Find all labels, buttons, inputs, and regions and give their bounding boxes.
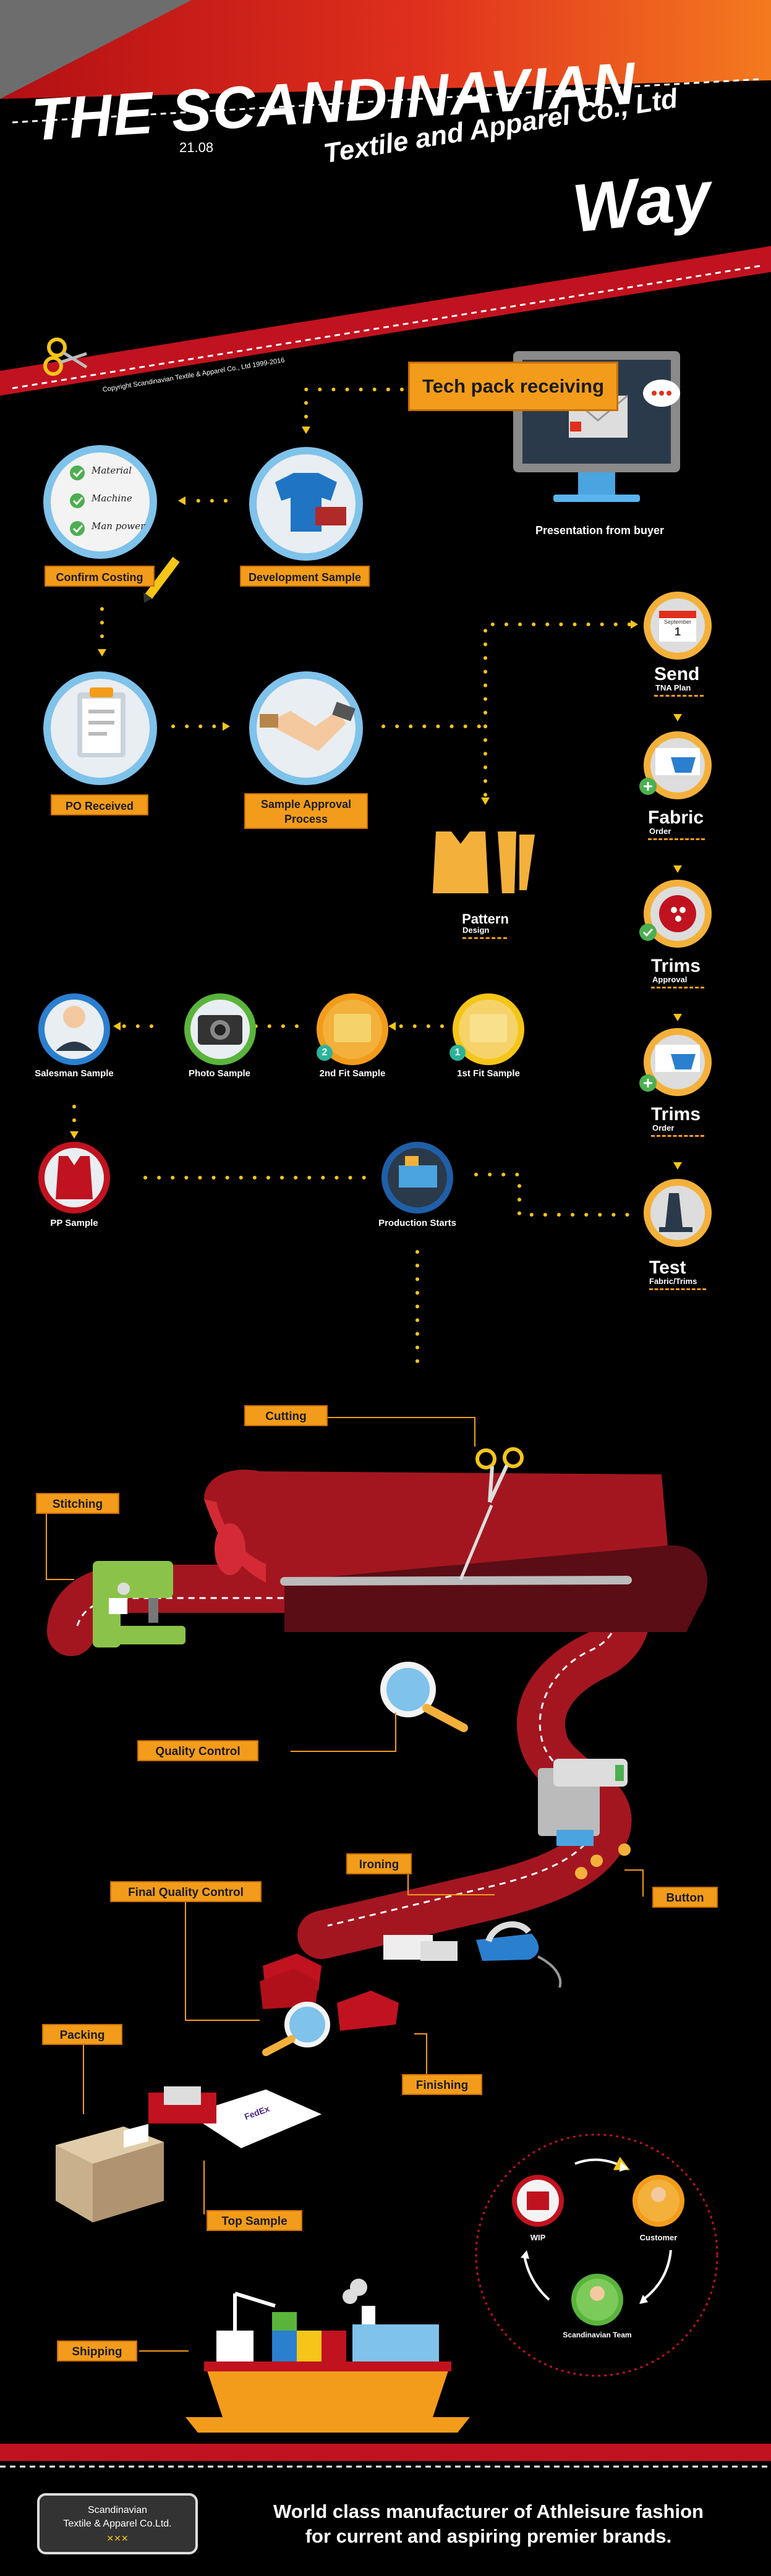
final-qc-tag: Final Quality Control (110, 1881, 262, 1902)
calendar-day: 1 (674, 626, 681, 638)
checklist-item-1: Material (92, 465, 132, 476)
send-underline (654, 695, 704, 697)
first-fit-label: 1st Fit Sample (457, 1068, 520, 1079)
pencil-icon (143, 556, 180, 603)
ship-icon (185, 2279, 470, 2433)
clipboard-icon (43, 671, 157, 785)
top-sample-tag: Top Sample (207, 2210, 302, 2231)
test-sublabel: Fabric/Trims (649, 1277, 697, 1286)
fabric-basket-icon (639, 731, 712, 799)
second-fit-badge: 2 (317, 1045, 333, 1061)
header-black-band (0, 80, 771, 321)
footer-tagline-line2: for current and aspiring premier brands. (305, 2525, 672, 2547)
header-title-line3: Way (569, 156, 715, 247)
salesman-sample-icon (38, 993, 110, 1065)
checklist-item-2: Machine (92, 493, 132, 504)
presentation-label: Presentation from buyer (535, 524, 665, 537)
cycle-team-label: Scandinavian Team (563, 2331, 632, 2339)
trims-approval-sublabel: Approval (652, 975, 688, 984)
footer-logo-line2: Textile & Apparel Co.Ltd. (63, 2519, 172, 2529)
pattern-underline (462, 937, 507, 939)
iron-icon (476, 1921, 562, 1988)
development-sample-icon (249, 447, 363, 561)
pattern-icon (433, 831, 535, 893)
po-received-tag: PO Received (51, 794, 148, 815)
salesman-sample-label: Salesman Sample (35, 1068, 114, 1079)
trims-order-label: Trims (651, 1104, 701, 1124)
button-tag: Button (652, 1887, 718, 1908)
header-date-stamp: 21.08 (179, 140, 214, 155)
pp-sample-icon (38, 1142, 110, 1214)
trims-order-icon (639, 1028, 712, 1096)
packing-tag: Packing (42, 2024, 122, 2045)
second-fit-label: 2nd Fit Sample (319, 1068, 386, 1079)
header-top-band (0, 0, 771, 99)
photo-sample-label: Photo Sample (188, 1068, 250, 1079)
stitching-tag: Stitching (36, 1493, 119, 1514)
pp-sample-label: PP Sample (50, 1218, 98, 1228)
trims-approval-label: Trims (651, 956, 701, 976)
folded-shirts-icon (260, 1935, 458, 2031)
buttons-on-road (575, 1843, 631, 1879)
second-fit-icon (317, 993, 388, 1065)
trims-approval-icon (639, 880, 712, 948)
microscope-icon (644, 1179, 712, 1247)
first-fit-icon (453, 993, 524, 1065)
button-machine-icon (538, 1759, 628, 1846)
ironing-tag: Ironing (346, 1853, 412, 1874)
quality-control-tag: Quality Control (137, 1740, 258, 1761)
top-sample-icon (148, 2086, 322, 2148)
final-qc-magnifier-icon (262, 2002, 330, 2056)
packing-box-icon (56, 2123, 164, 2222)
fabric-sublabel: Order (649, 827, 671, 836)
camera-icon (184, 993, 256, 1065)
tech-pack-tag: Tech pack receiving (408, 362, 618, 411)
pattern-label: Pattern (462, 911, 509, 927)
production-starts-label: Production Starts (378, 1218, 456, 1228)
cycle-customer-label: Customer (639, 2233, 678, 2242)
header-banner (0, 0, 771, 414)
fabric-underline (648, 838, 705, 840)
calendar-icon (644, 592, 712, 660)
cutting-tag: Cutting (244, 1405, 328, 1426)
checklist-item-3: Man power (92, 521, 145, 532)
footer-tagline-line1: World class manufacturer of Athleisure f… (273, 2501, 704, 2522)
send-label: Send (654, 664, 700, 684)
magnifier-icon (380, 1662, 468, 1732)
trims-approval-underline (651, 987, 704, 988)
handshake-icon (249, 671, 363, 785)
trims-order-underline (651, 1135, 704, 1137)
trims-order-sublabel: Order (652, 1123, 675, 1133)
cutting-scissors-icon (475, 1447, 524, 1503)
first-fit-badge: 1 (449, 1045, 466, 1061)
cycle-wip-label: WIP (530, 2233, 546, 2242)
calendar-month: September (663, 619, 692, 625)
finishing-tag: Finishing (402, 2074, 482, 2095)
footer-logo-marks: ✕✕✕ (106, 2533, 129, 2543)
confirm-costing-tag: Confirm Costing (45, 566, 155, 587)
shipping-tag: Shipping (57, 2340, 137, 2361)
sample-approval-tag: Sample Approval Process (244, 793, 368, 829)
footer (0, 2444, 771, 2554)
pattern-sublabel: Design (462, 925, 490, 935)
cycle-diagram (475, 2133, 718, 2377)
production-starts-icon (381, 1142, 453, 1214)
header-grey-corner (0, 0, 192, 99)
sewing-machine-icon (93, 1561, 185, 1647)
development-sample-tag: Development Sample (240, 566, 370, 587)
flow-arrows (70, 427, 682, 1170)
footer-logo-line1: Scandinavian (87, 2505, 148, 2515)
checklist-icon (43, 445, 157, 559)
test-underline (649, 1288, 706, 1290)
send-sublabel: TNA Plan (655, 683, 691, 692)
test-label: Test (649, 1257, 686, 1278)
tag-leader-lines (46, 1417, 644, 2352)
flow-connectors (72, 388, 633, 1368)
fabric-label: Fabric (648, 807, 704, 828)
scissors-icon (43, 338, 88, 376)
